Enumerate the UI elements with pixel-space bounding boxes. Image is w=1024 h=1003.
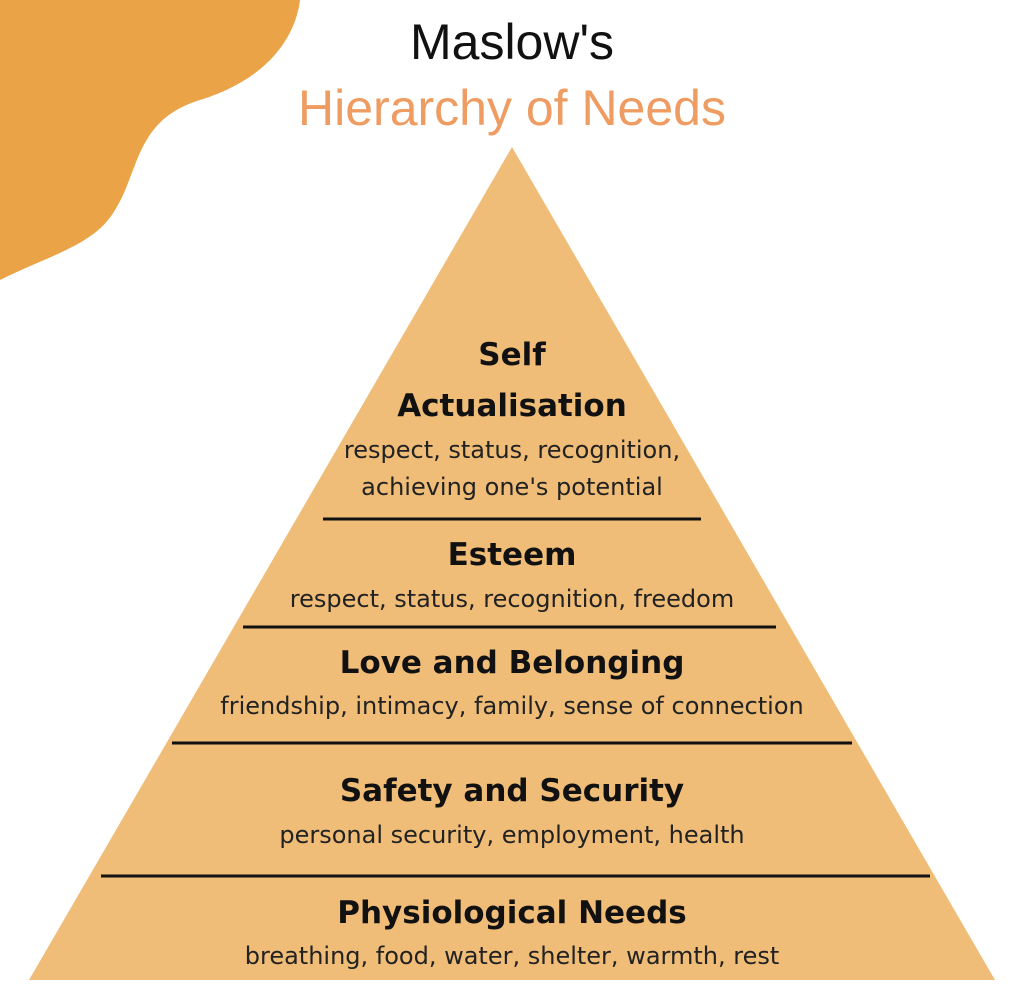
level-desc-physiological-needs: breathing, food, water, shelter, warmth,… [244, 942, 780, 970]
title-line-2: Hierarchy of Needs [298, 80, 726, 136]
level-desc-self-actualisation-line-2: achieving one's potential [361, 473, 663, 501]
level-desc-safety-and-security: personal security, employment, health [279, 821, 745, 849]
pyramid-shape [29, 147, 995, 980]
level-name-self-actualisation-line-2: Actualisation [397, 388, 627, 424]
title-line-1: Maslow's [409, 14, 615, 70]
level-name-esteem: Esteem [447, 537, 577, 573]
level-name-love-and-belonging: Love and Belonging [339, 645, 685, 681]
level-desc-self-actualisation-line-1: respect, status, recognition, [343, 436, 681, 464]
level-name-physiological-needs: Physiological Needs [337, 895, 687, 931]
level-desc-esteem: respect, status, recognition, freedom [289, 585, 735, 613]
level-name-self-actualisation-line-1: Self [478, 337, 546, 373]
level-name-safety-and-security: Safety and Security [339, 773, 685, 809]
level-desc-love-and-belonging: friendship, intimacy, family, sense of c… [220, 692, 804, 720]
